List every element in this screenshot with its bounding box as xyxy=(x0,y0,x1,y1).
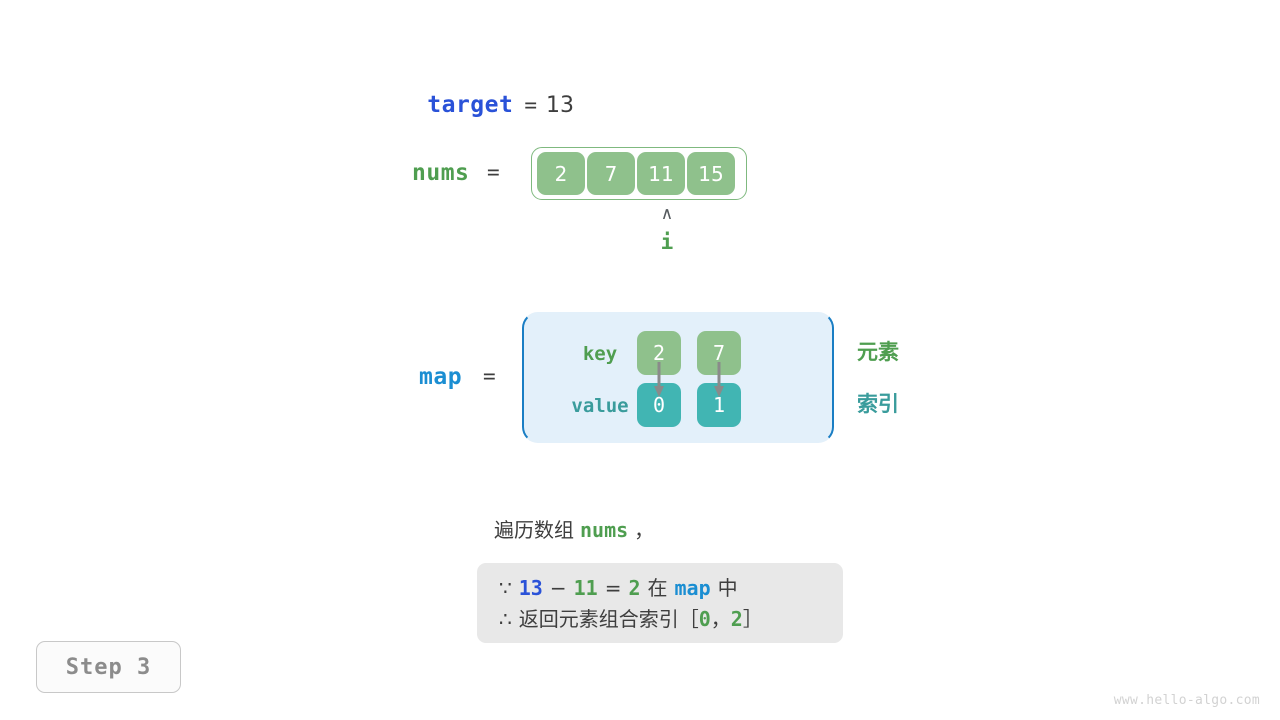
target-equals-sign: = xyxy=(524,93,537,117)
map-key-cell[interactable]: 2 xyxy=(637,331,681,375)
note-operand-b: 11 xyxy=(573,576,598,600)
note-index-comma: ， xyxy=(710,607,731,631)
note-operand-a: 13 xyxy=(518,576,543,600)
note-bracket-open: ［ xyxy=(678,607,699,631)
note-minus-sign: − xyxy=(549,576,567,600)
nums-cell[interactable]: 7 xyxy=(587,152,635,195)
note-index-first: 0 xyxy=(698,607,711,631)
nums-cell[interactable]: 11 xyxy=(637,152,685,195)
note-result: 2 xyxy=(628,576,641,600)
note-zhong-text: 中 xyxy=(717,576,738,600)
therefore-symbol: ∴ xyxy=(499,607,512,631)
note-bracket-close: ］ xyxy=(742,607,763,631)
nums-equals-sign: = xyxy=(487,160,500,184)
note-equals-sign: = xyxy=(604,576,622,600)
index-pointer-caret-icon: ∧ xyxy=(660,204,674,224)
note-map-keyword: map xyxy=(674,576,711,600)
map-row-label-value: value xyxy=(571,395,629,417)
note-zai-text: 在 xyxy=(647,576,668,600)
map-key-cell[interactable]: 7 xyxy=(697,331,741,375)
nums-cell[interactable]: 15 xyxy=(687,152,735,195)
nums-cell[interactable]: 2 xyxy=(537,152,585,195)
note-index-second: 2 xyxy=(730,607,743,631)
target-row: target = 13 xyxy=(0,92,760,118)
map-value-cell[interactable]: 0 xyxy=(637,383,681,427)
note-return-text: 返回元素组合索引 xyxy=(518,607,679,631)
map-row-label-key: key xyxy=(582,343,618,365)
map-value-cell[interactable]: 1 xyxy=(697,383,741,427)
side-note-index: 索引 xyxy=(857,392,899,416)
caption-prefix: 遍历数组 xyxy=(494,518,574,542)
note-line-2: ∴返回元素组合索引［0，2］ xyxy=(499,604,823,635)
index-pointer-label: i xyxy=(660,230,674,254)
nums-variable-name: nums xyxy=(412,160,470,186)
because-symbol: ∵ xyxy=(499,576,512,600)
nums-array-container: 2 7 11 15 xyxy=(531,147,747,200)
watermark: www.hello-algo.com xyxy=(1113,693,1260,708)
target-variable-name: target xyxy=(427,92,514,118)
caption-keyword: nums xyxy=(580,518,629,542)
target-value: 13 xyxy=(546,93,574,118)
map-container: key value 2 0 7 1 xyxy=(522,312,834,443)
step-badge: Step 3 xyxy=(36,641,181,693)
map-equals-sign: = xyxy=(483,364,496,388)
side-note-element: 元素 xyxy=(857,340,899,364)
caption-suffix: ， xyxy=(634,518,655,542)
map-variable-name: map xyxy=(419,364,463,390)
